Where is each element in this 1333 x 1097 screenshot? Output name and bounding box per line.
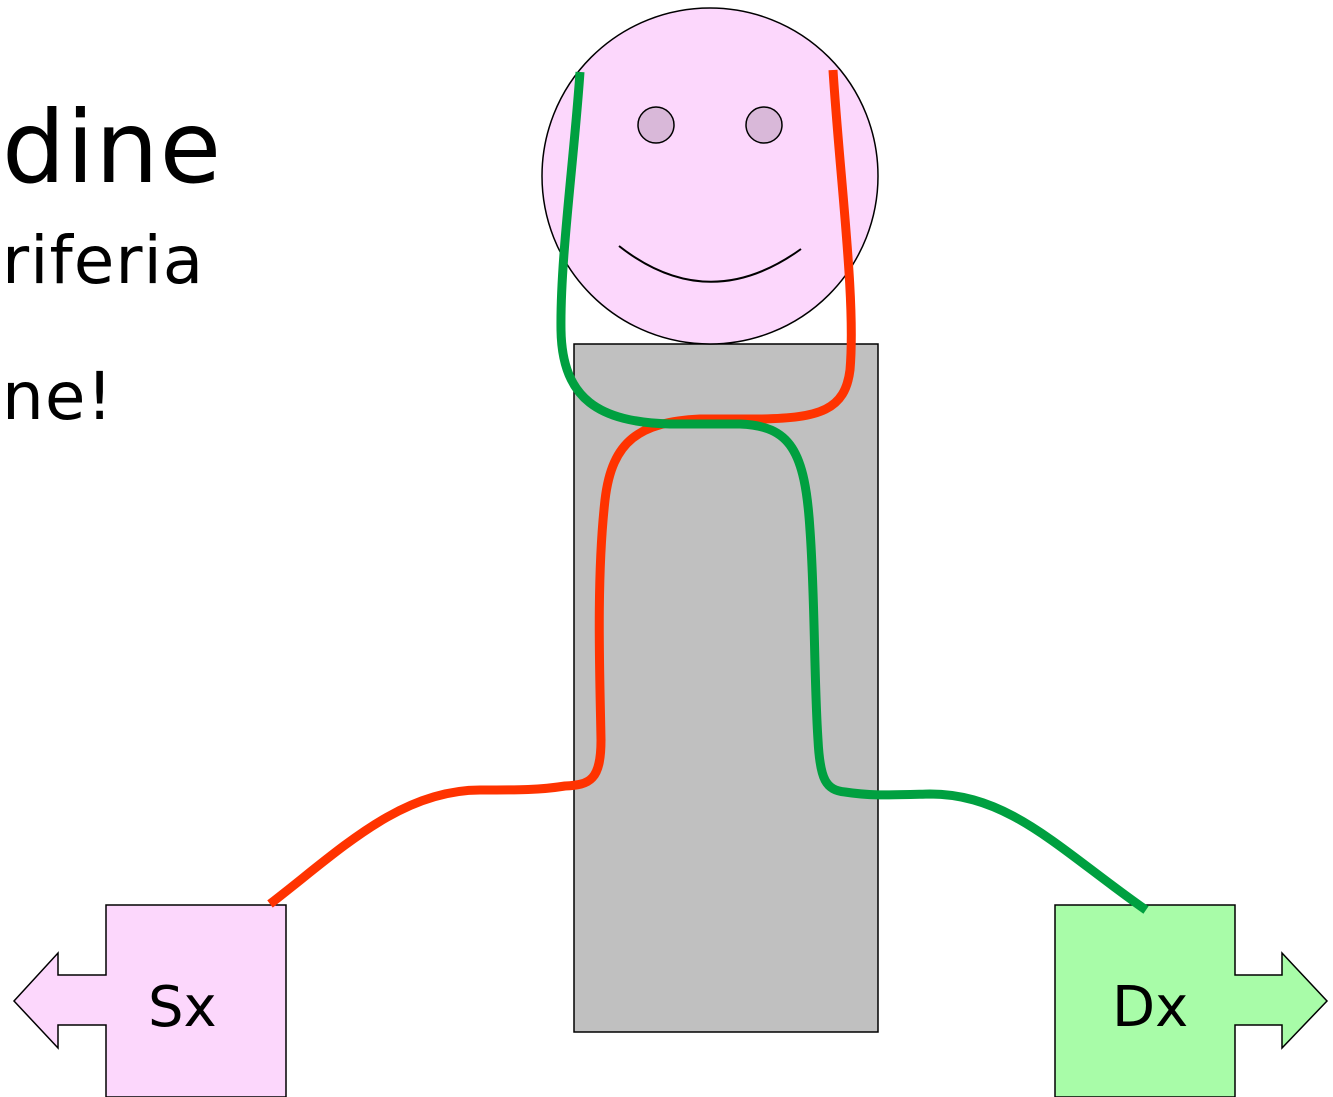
head-circle xyxy=(541,7,879,345)
left-box-sx xyxy=(12,904,287,1097)
subtitle-line-1: riferia xyxy=(2,222,205,299)
left-box-label: Sx xyxy=(148,975,217,1040)
green-wire xyxy=(556,71,1149,914)
right-eye xyxy=(745,106,783,144)
subtitle-line-2: ne! xyxy=(2,358,114,435)
red-wire xyxy=(267,69,856,908)
title-fragment: dine xyxy=(2,89,223,206)
smile-mouth xyxy=(618,245,802,283)
left-eye xyxy=(637,106,675,144)
right-box-dx xyxy=(1054,904,1329,1097)
right-box-label: Dx xyxy=(1112,975,1188,1040)
body-rectangle xyxy=(573,343,879,1033)
